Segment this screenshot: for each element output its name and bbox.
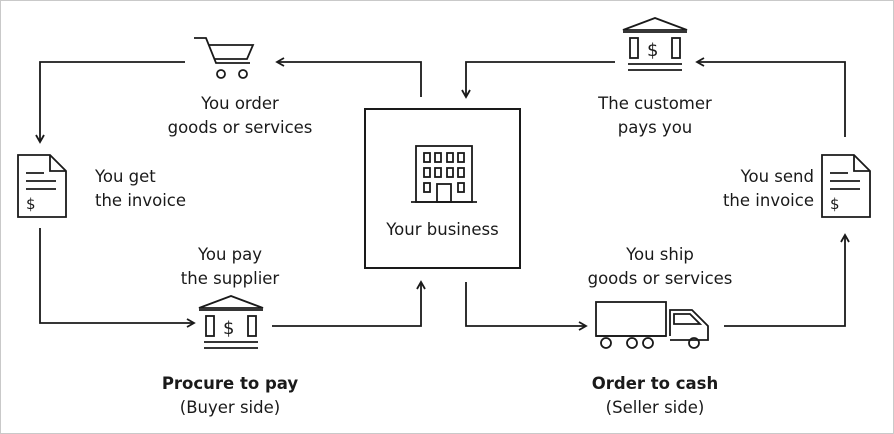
invoice-icon: $: [17, 154, 67, 218]
svg-text:$: $: [830, 195, 840, 213]
svg-text:$: $: [26, 195, 36, 213]
arrow-business-to-truck: [465, 282, 588, 331]
business-node: [364, 108, 521, 269]
step-get-invoice-label: You get the invoice: [95, 167, 187, 210]
arrow-invoice-to-bank: [39, 228, 196, 328]
arrow-bank-to-business-right: [461, 61, 615, 99]
business-label: Your business: [386, 220, 499, 239]
step-order-label: You order goods or services: [167, 94, 313, 137]
arrow-invoice-to-bank-right: [695, 57, 846, 137]
building-icon: [411, 145, 477, 203]
step-send-invoice-label: You send the invoice: [722, 167, 814, 210]
arrow-cart-to-invoice: [35, 61, 185, 144]
svg-text:$: $: [647, 40, 658, 61]
procure-title: Procure to pay: [161, 374, 299, 393]
step-pay-supplier-label: You pay the supplier: [180, 245, 280, 288]
bank-icon: $: [198, 295, 264, 349]
truck-icon: [595, 301, 709, 349]
arrow-truck-to-invoice: [724, 233, 850, 327]
order-to-cash-subtitle: (Seller side): [605, 398, 705, 417]
bank-icon: $: [622, 17, 688, 71]
arrow-bank-to-business: [272, 280, 426, 327]
invoice-icon: $: [821, 154, 871, 218]
cart-icon: [194, 37, 255, 79]
arrow-business-to-cart: [275, 57, 422, 97]
procure-subtitle: (Buyer side): [179, 398, 281, 417]
order-to-cash-title: Order to cash: [591, 374, 719, 393]
step-ship-label: You ship goods or services: [587, 245, 733, 288]
svg-text:$: $: [223, 318, 234, 339]
step-customer-pays-label: The customer pays you: [598, 94, 712, 137]
